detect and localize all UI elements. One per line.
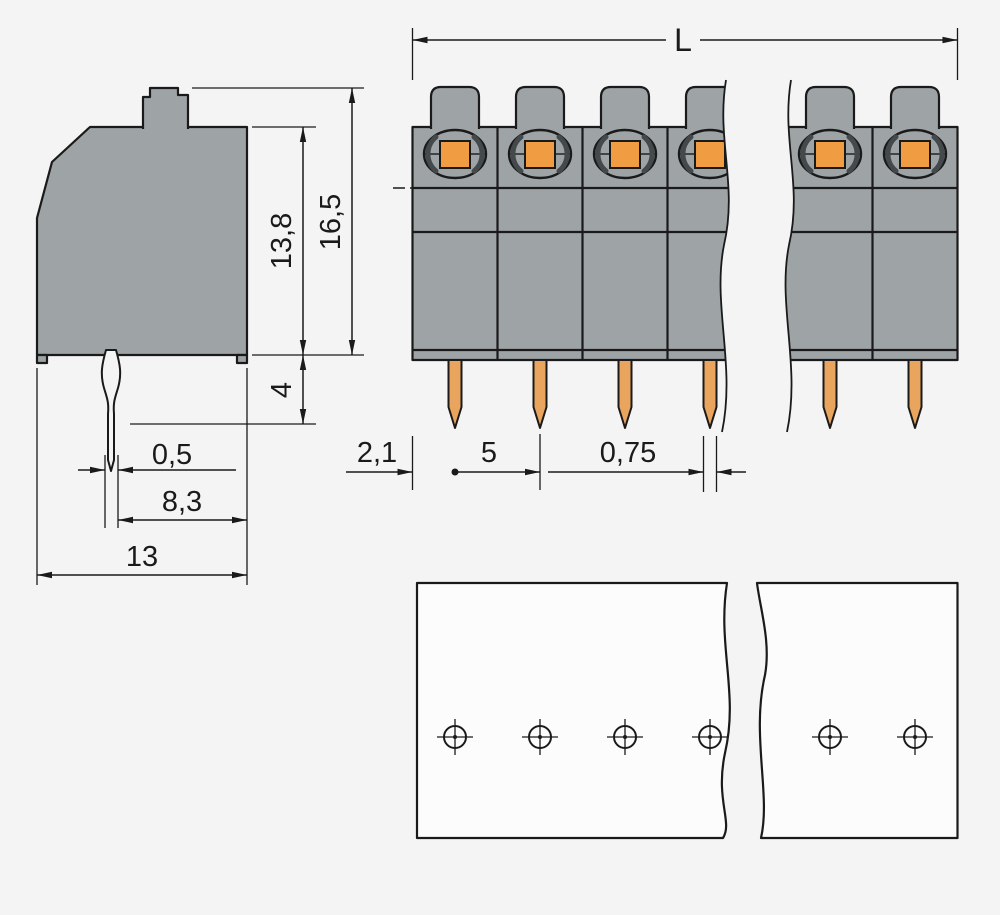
dimension-total-length: L (411, 22, 959, 80)
break-line-left (719, 79, 730, 433)
housing-foot-left (35, 353, 49, 365)
dimension-pin-protrusion: 4 (266, 355, 307, 424)
dim-label-total-height: 16,5 (315, 194, 347, 250)
side-view: 13,8 16,5 4 0,5 8,3 13 (35, 86, 364, 585)
pcb-outline-left (415, 581, 731, 840)
pcb-outline-right (755, 581, 959, 840)
break-line-right (784, 79, 795, 433)
dimension-pin-to-edge: 8,3 (118, 486, 247, 524)
dim-label-pin-width-side: 0,5 (152, 439, 192, 471)
dim-label-total-length: L (674, 22, 692, 58)
dimension-pin-width-front: 0,75 (548, 436, 746, 492)
dim-label-pin-to-edge: 8,3 (162, 486, 202, 518)
solder-pin-side (100, 349, 122, 472)
dimension-edge-to-first-pole: 2,1 (346, 436, 414, 490)
dimension-housing-height: 13,8 (266, 127, 307, 355)
dimension-total-depth: 13 (37, 541, 247, 579)
housing-side-profile (35, 125, 249, 357)
dim-label-pin-width-front: 0,75 (600, 437, 656, 469)
dimension-pin-width-side: 0,5 (78, 439, 236, 474)
housing-foot-right (235, 353, 249, 365)
front-view: L 2,1 5 0,75 (346, 22, 959, 492)
dimension-total-height: 16,5 (315, 88, 356, 355)
dim-label-edge-to-first-pole: 2,1 (357, 437, 397, 469)
dim-label-pole-pitch: 5 (481, 437, 497, 469)
dim-label-pin-protrusion: 4 (266, 382, 298, 398)
mounting-latch (141, 86, 190, 129)
dim-label-total-depth: 13 (126, 541, 158, 573)
dim-label-housing-height: 13,8 (266, 213, 298, 269)
dimension-pole-pitch: 5 (451, 434, 541, 490)
pcb-drilling-plan (415, 581, 959, 840)
view-break-gap (720, 80, 794, 432)
